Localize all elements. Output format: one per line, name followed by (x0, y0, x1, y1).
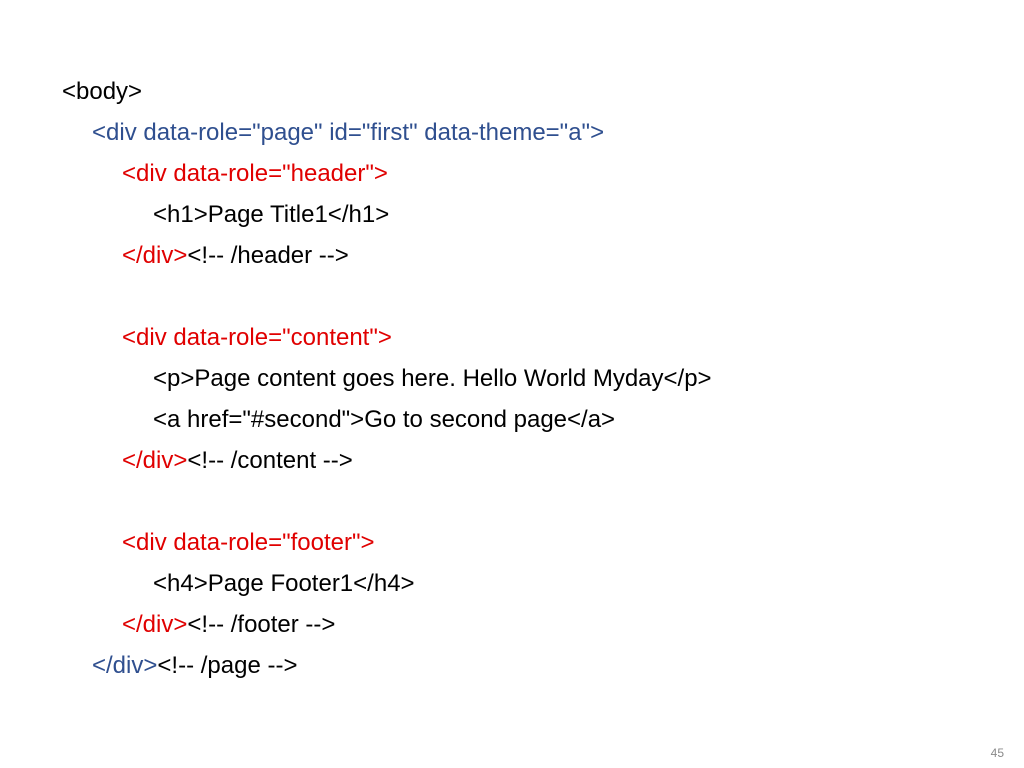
code-line: <div data-role="content"> (0, 317, 1024, 358)
code-line: <h4>Page Footer1</h4> (0, 563, 1024, 604)
page-number: 45 (990, 746, 1004, 760)
code-segment: <!-- /content --> (187, 447, 353, 474)
code-segment: </div> (92, 652, 158, 679)
code-segment: <div data-role="content"> (122, 324, 392, 351)
code-segment: <div data-role="footer"> (122, 529, 375, 556)
code-segment: <div data-role="page" id="first" data-th… (92, 119, 605, 146)
code-segment: <!-- /page --> (157, 652, 298, 679)
code-segment: <a href="#second">Go to second page</a> (153, 406, 616, 433)
code-segment: <h1>Page Title1</h1> (153, 201, 390, 228)
code-line: <div data-role="header"> (0, 153, 1024, 194)
code-segment: </div> (122, 611, 188, 638)
code-line: </div><!-- /footer --> (0, 604, 1024, 645)
code-line: <div data-role="page" id="first" data-th… (0, 112, 1024, 153)
code-line: </div><!-- /content --> (0, 440, 1024, 481)
code-segment: </div> (122, 242, 188, 269)
code-line: <h1>Page Title1</h1> (0, 194, 1024, 235)
blank-line (0, 481, 1024, 522)
code-segment: <!-- /footer --> (187, 611, 336, 638)
code-segment: <div data-role="header"> (122, 160, 388, 187)
code-listing: <body> <div data-role="page" id="first" d… (0, 71, 1024, 686)
code-segment: <p>Page content goes here. Hello World M… (153, 365, 712, 392)
blank-line (0, 276, 1024, 317)
code-segment: <h4>Page Footer1</h4> (153, 570, 415, 597)
code-segment: <body> (62, 78, 143, 105)
code-segment: </div> (122, 447, 188, 474)
code-line: </div><!-- /header --> (0, 235, 1024, 276)
code-segment: <!-- /header --> (187, 242, 349, 269)
code-line: <div data-role="footer"> (0, 522, 1024, 563)
code-line: <a href="#second">Go to second page</a> (0, 399, 1024, 440)
code-line: <p>Page content goes here. Hello World M… (0, 358, 1024, 399)
code-line: </div><!-- /page --> (0, 645, 1024, 686)
code-line: <body> (0, 71, 1024, 112)
